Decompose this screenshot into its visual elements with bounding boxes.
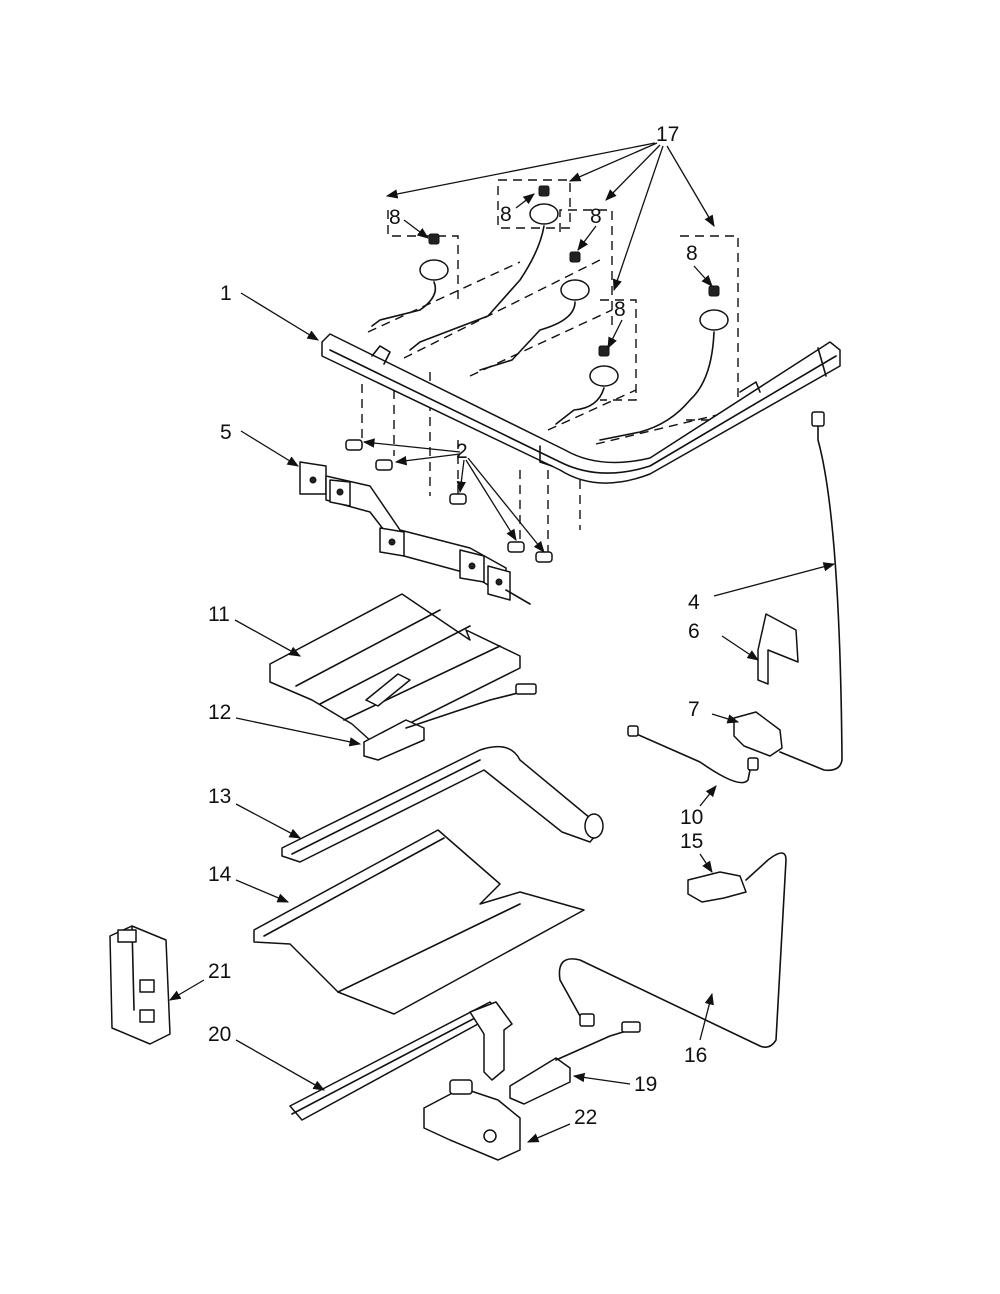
callout-5: 5 (220, 421, 232, 444)
valve-group-4 (547, 299, 637, 431)
callout-8-a: 8 (389, 206, 401, 229)
regulator (733, 711, 783, 771)
callout-12: 12 (208, 701, 231, 724)
callout-20: 20 (208, 1023, 231, 1046)
callout-13: 13 (208, 785, 231, 808)
safety-valve (423, 1079, 521, 1161)
burner-box (269, 593, 521, 743)
callout-8-d: 8 (614, 298, 626, 321)
valve-group-2 (403, 179, 601, 359)
regulator-bracket (757, 613, 799, 685)
supply-tube (779, 411, 843, 772)
manifold-pipe (321, 333, 841, 484)
oven-burner (281, 745, 604, 863)
callout-14: 14 (208, 863, 232, 886)
broil-igniter (509, 1021, 641, 1105)
burner-bracket (299, 461, 531, 605)
callout-4: 4 (688, 591, 700, 614)
callout-15: 15 (680, 830, 703, 853)
baffle (253, 829, 585, 1015)
callout-19: 19 (634, 1073, 657, 1096)
callout-21: 21 (208, 960, 231, 983)
callout-8-b: 8 (500, 203, 512, 226)
callout-7: 7 (688, 698, 700, 721)
callout-17: 17 (656, 123, 679, 146)
callout-1: 1 (220, 282, 232, 305)
callout-10: 10 (680, 806, 703, 829)
callout-8-c: 8 (590, 205, 602, 228)
elbow-fitting (558, 852, 787, 1048)
callout-11: 11 (208, 603, 230, 626)
callout-2: 2 (456, 440, 468, 463)
valve-group-5 (595, 235, 739, 445)
regulator-tube (627, 725, 751, 784)
valve-group-3 (469, 209, 613, 377)
spark-module (109, 925, 171, 1045)
callout-6: 6 (688, 620, 700, 643)
callout-8-e: 8 (686, 242, 698, 265)
callout-16: 16 (684, 1044, 707, 1067)
broil-burner (289, 1001, 513, 1121)
leader-lines (168, 142, 836, 1143)
callout-22: 22 (574, 1106, 597, 1129)
igniter (363, 683, 537, 761)
